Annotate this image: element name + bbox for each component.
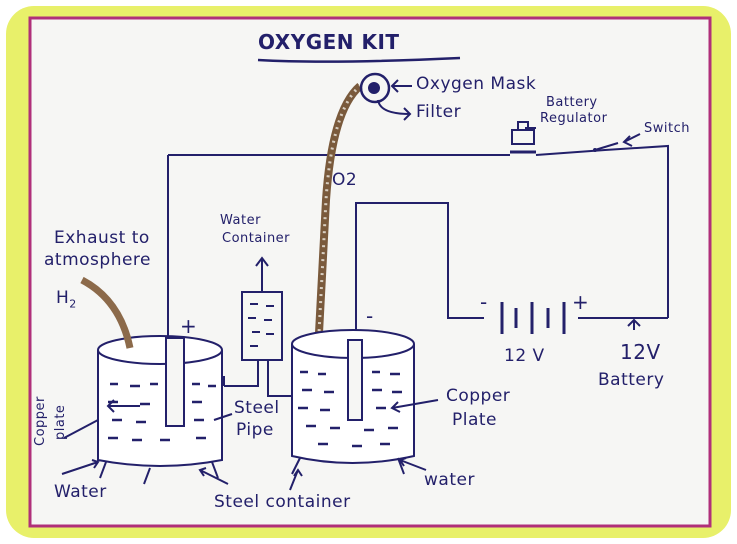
steel-pipe — [223, 360, 296, 397]
exhaust-label-2: atmosphere — [44, 250, 151, 270]
exhaust-label-1: Exhaust to — [54, 228, 150, 248]
oxygen-pipe — [314, 82, 363, 353]
water-left-label: Water — [54, 482, 107, 502]
filter-label: Filter — [416, 102, 462, 122]
battery-plus-sign: + — [572, 290, 590, 314]
exhaust-tube — [80, 276, 134, 349]
h2-label: H2 — [56, 288, 77, 311]
water-container-label-1: Water — [220, 213, 261, 228]
switch-label: Switch — [644, 121, 690, 136]
battery-regulator — [510, 121, 536, 154]
voltage-label-big: 12V — [620, 340, 661, 364]
copper-plate-left-label-1: Copper — [33, 396, 48, 446]
copper-plate-right-label-2: Plate — [452, 410, 498, 430]
right-container — [61, 318, 641, 491]
battery-regulator-label-1: Battery — [546, 95, 598, 110]
water-container-label-2: Container — [222, 231, 291, 246]
steel-container-label: Steel container — [214, 492, 351, 512]
wire-top-right — [535, 144, 669, 318]
plus-terminal-left: + — [180, 314, 198, 338]
copper-plate-left — [165, 337, 185, 427]
diagram-title: OXYGEN KIT — [258, 30, 400, 54]
circuit-wires — [167, 144, 669, 340]
left-container — [97, 335, 223, 485]
switch — [593, 142, 619, 152]
oxygen-mask — [359, 72, 391, 104]
battery-regulator-label-2: Regulator — [540, 111, 608, 126]
minus-terminal-right: - — [366, 304, 374, 328]
title-underline — [257, 56, 461, 63]
copper-plate-left-label-2: plate — [53, 404, 68, 440]
water-right-label: water — [424, 470, 475, 490]
water-container — [241, 256, 283, 361]
copper-plate-right — [347, 339, 363, 421]
oxygen-mask-label: Oxygen Mask — [416, 74, 537, 94]
copper-plate-right-label-1: Copper — [446, 386, 511, 406]
steel-pipe-label-2: Pipe — [236, 420, 274, 440]
voltage-label-small: 12 V — [504, 346, 545, 366]
o2-label: O2 — [332, 170, 358, 190]
pointer-arrows — [377, 79, 641, 147]
battery-cells — [500, 302, 566, 334]
steel-pipe-label-1: Steel — [234, 398, 280, 418]
wire-inner-loop — [355, 202, 484, 340]
battery-label: Battery — [598, 370, 665, 390]
battery-minus-sign: - — [480, 290, 488, 314]
